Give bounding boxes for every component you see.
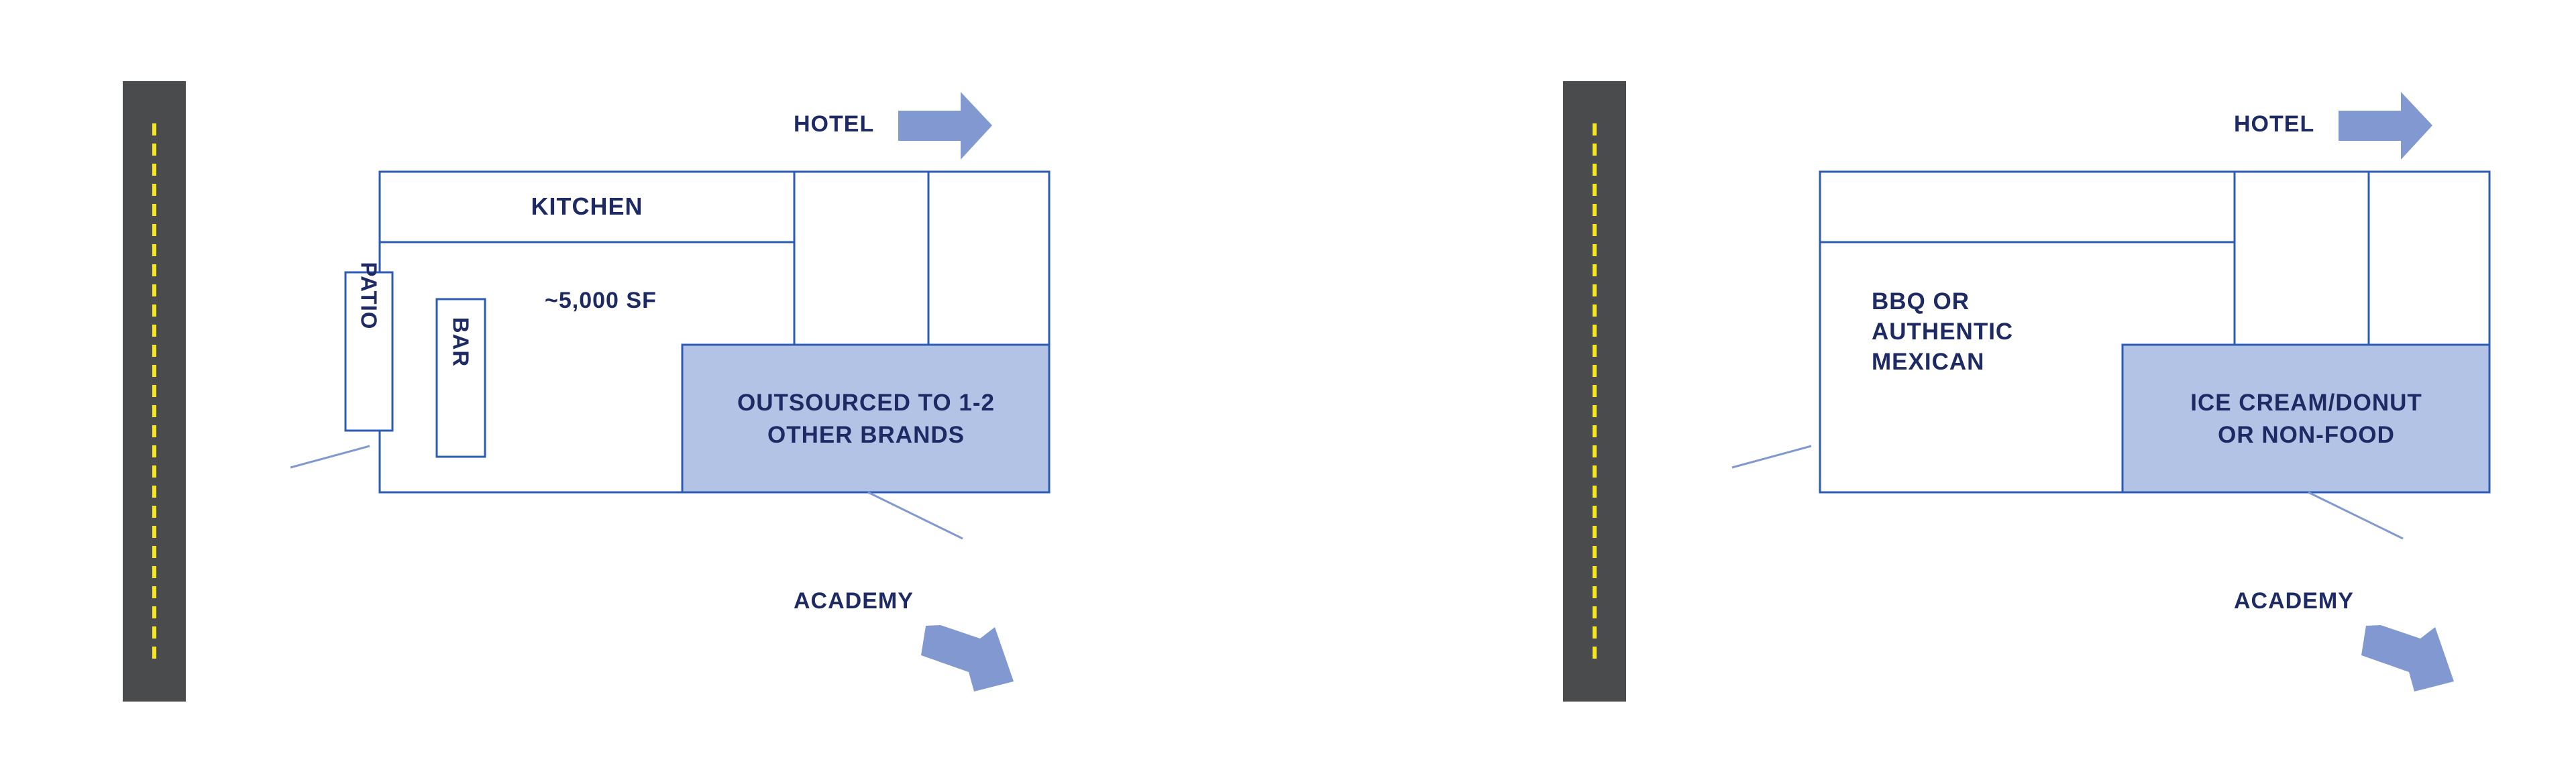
bar-label: BAR: [449, 317, 474, 368]
leader-line-bottom: [2308, 491, 2404, 540]
corner-label-line1: ICE CREAM/DONUT: [2190, 390, 2422, 416]
outsourced-label-line1: OUTSOURCED TO 1-2: [737, 390, 995, 416]
main-label-line1: BBQ OR: [1872, 288, 1970, 315]
patio-box: [344, 271, 394, 432]
patio-label: PATIO: [357, 262, 382, 330]
right-plan: HOTEL BBQ OR AUTHENTIC MEXICAN ICE CREAM…: [1563, 81, 2491, 702]
left-plan: HOTEL KITCHEN ~5,000 SF PATIO BAR OUTSOU…: [123, 81, 1051, 702]
kitchen-label: KITCHEN: [531, 192, 643, 220]
hotel-label: HOTEL: [2234, 111, 2314, 137]
bar-box: [435, 298, 486, 458]
hotel-label: HOTEL: [794, 111, 874, 137]
right-building: [1819, 170, 2491, 494]
leader-line-left: [1731, 445, 1812, 469]
hotel-arrow-icon: [2339, 92, 2432, 160]
main-label-line2: AUTHENTIC: [1872, 319, 2013, 345]
academy-label: ACADEMY: [794, 588, 914, 614]
ice-cream-area: [2121, 343, 2491, 494]
academy-arrow-icon: [921, 625, 1014, 692]
leader-line-bottom: [867, 491, 963, 540]
academy-label: ACADEMY: [2234, 588, 2354, 614]
main-label-line3: MEXICAN: [1872, 349, 1984, 375]
outsourced-area: [681, 343, 1051, 494]
area-label: ~5,000 SF: [545, 288, 657, 313]
leader-line-left: [290, 445, 370, 469]
corner-label-line2: OR NON-FOOD: [2218, 422, 2395, 448]
right-road: [1563, 81, 1626, 702]
outsourced-label-line2: OTHER BRANDS: [767, 422, 965, 448]
academy-arrow-icon: [2361, 625, 2454, 692]
left-road: [123, 81, 186, 702]
hotel-arrow-icon: [898, 92, 992, 160]
